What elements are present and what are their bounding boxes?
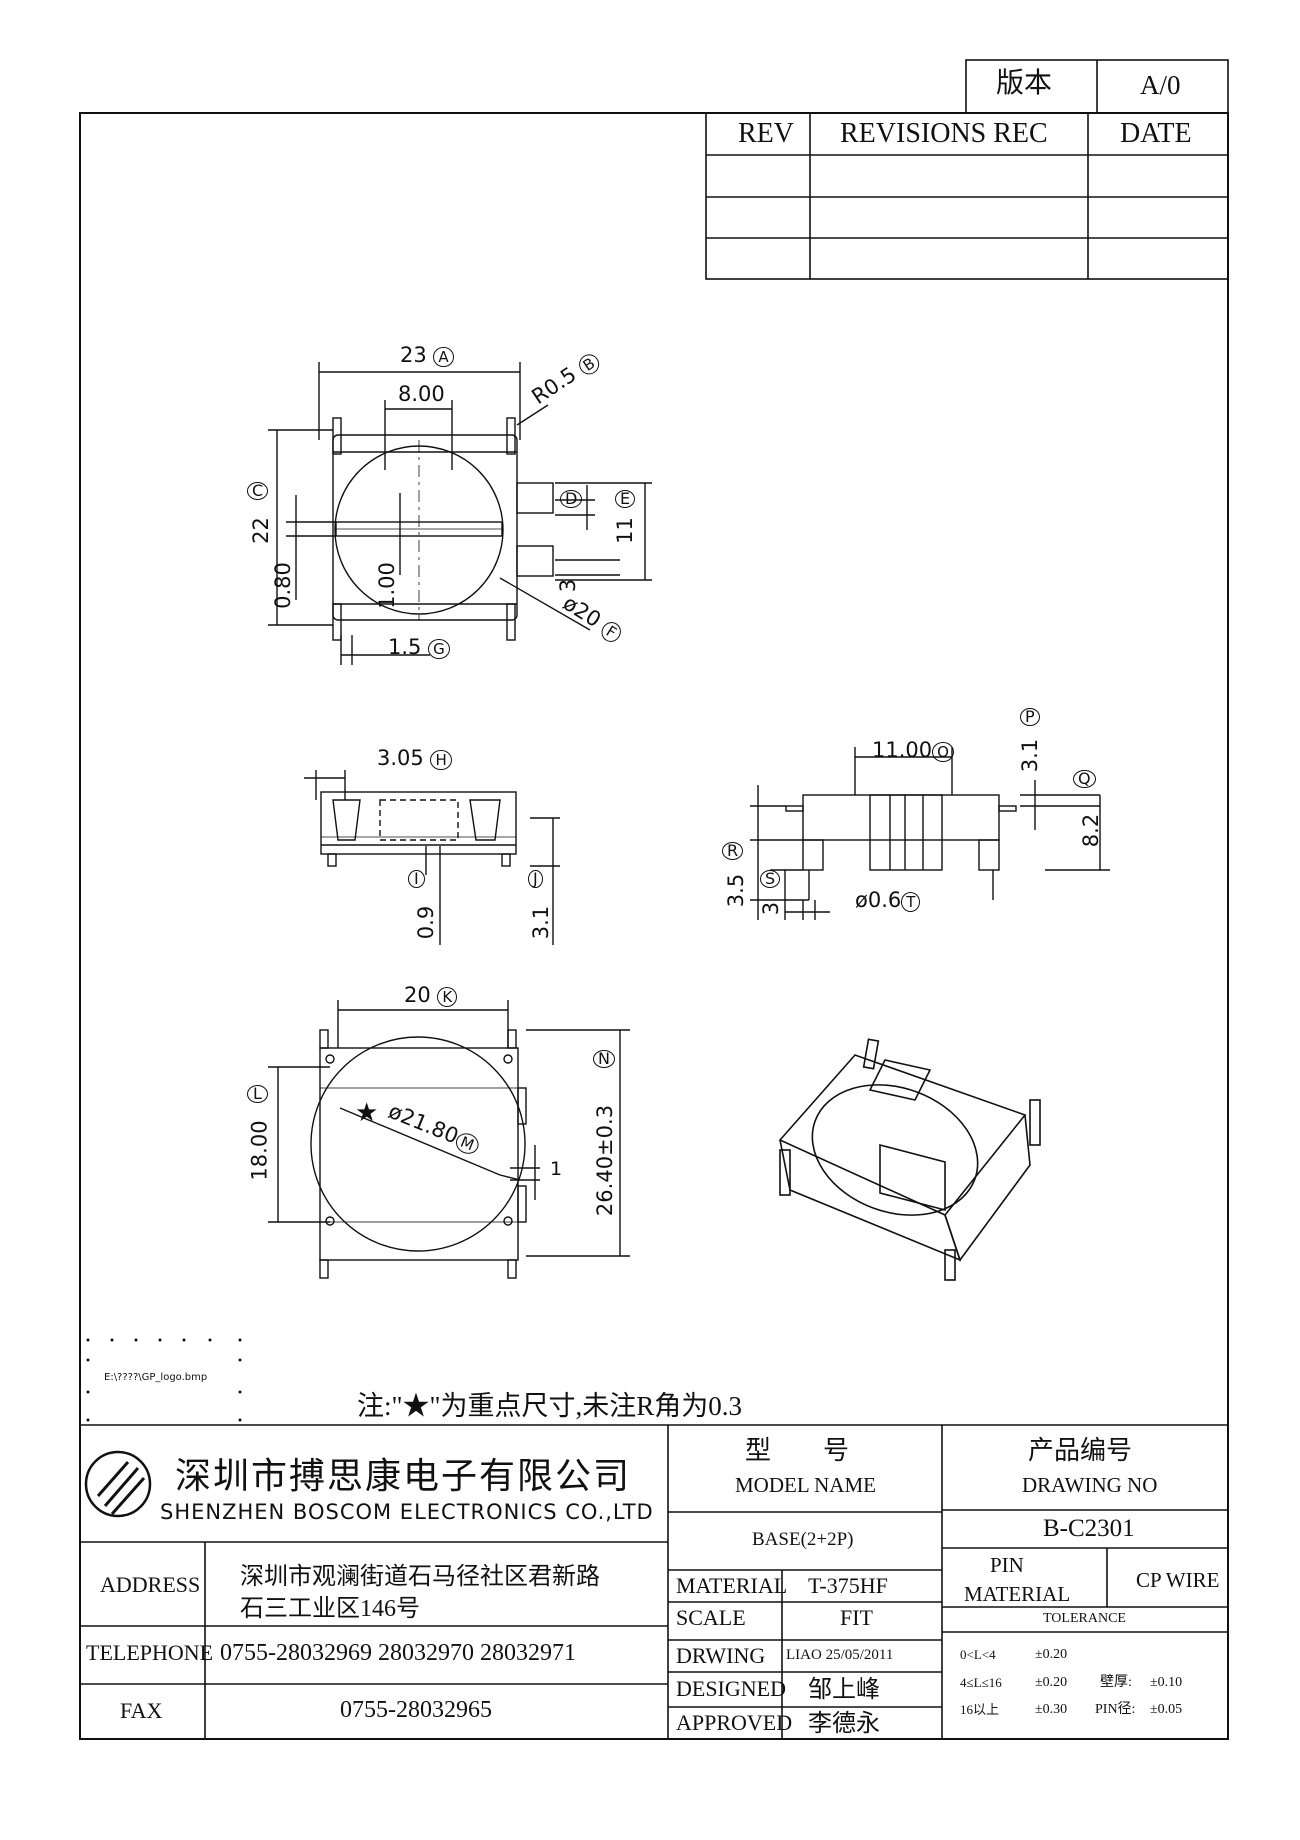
tol-row3-val: ±0.30 (1035, 1702, 1068, 1717)
tol-row2-extra-label: 壁厚: (1100, 1675, 1132, 1690)
revision-table (705, 112, 1229, 280)
tag-l: L (247, 1085, 268, 1103)
dim-g: 1.5 G (388, 637, 450, 659)
drawing-note: 注:"★"为重点尺寸,未注R角为0.3 (357, 1391, 743, 1421)
dim-n: 26.40±0.3 (593, 1104, 618, 1217)
address-label: ADDRESS (100, 1572, 201, 1597)
title-block (80, 1424, 1228, 1739)
dim-080: 0.80 (270, 562, 295, 609)
dim-100: 1.00 (374, 562, 399, 609)
logo-file-path: E:\????\GP_logo.bmp (104, 1372, 208, 1383)
dim-inner-width: 8.00 (398, 382, 445, 406)
drwing-label: DRWING (676, 1643, 766, 1668)
bottom-view (268, 1000, 630, 1279)
dim-i: 0.9 (414, 905, 439, 940)
tol-row2-range: 4≤L≤16 (960, 1675, 1002, 1690)
logo-placeholder (86, 1338, 242, 1422)
tag-e: E (615, 490, 636, 508)
dim-q: 8.2 (1079, 813, 1104, 848)
drawing-no-label-en: DRAWING NO (1022, 1473, 1158, 1497)
pin-material-label-1: PIN (990, 1553, 1024, 1577)
material-label: MATERIAL (676, 1573, 788, 1598)
tag-r: R (722, 842, 744, 860)
tol-row3-extra-val: ±0.05 (1150, 1702, 1183, 1717)
designed-label: DESIGNED (676, 1676, 786, 1701)
tol-row3-extra-label: PIN径: (1095, 1702, 1136, 1717)
dim-k: 20 K (404, 985, 458, 1007)
model-label-cn: 型 号 (745, 1436, 850, 1465)
material-value: T-375HF (808, 1573, 888, 1598)
company-name-en: SHENZHEN BOSCOM ELECTRONICS CO.,LTD (160, 1500, 654, 1524)
model-label-en: MODEL NAME (735, 1473, 876, 1497)
front-view (750, 747, 1110, 920)
telephone-label: TELEPHONE (86, 1640, 214, 1665)
approved-value: 李德永 (808, 1711, 880, 1737)
dim-a: 23 A (400, 345, 454, 367)
version-value: A/0 (1140, 70, 1181, 100)
drwing-value: LIAO 25/05/2011 (786, 1647, 894, 1663)
dim-e: 11 (612, 517, 637, 544)
tol-row2-val: ±0.20 (1035, 1675, 1068, 1690)
tag-s: S (760, 870, 781, 888)
isometric-view (778, 1038, 1041, 1281)
tag-p: P (1020, 708, 1040, 726)
drawing-no-label-cn: 产品编号 (1028, 1436, 1133, 1465)
dim-s: 3 (759, 901, 784, 916)
tag-j: J (528, 870, 543, 888)
side-view (304, 770, 560, 945)
approved-label: APPROVED (676, 1710, 793, 1735)
rev-header: REV (738, 118, 794, 149)
fax-label: FAX (120, 1698, 163, 1723)
address-line1: 深圳市观澜街道石马径社区君新路 (240, 1564, 600, 1590)
drawing-no-value: B-C2301 (1043, 1515, 1135, 1542)
dim-l: 18.00 (247, 1120, 272, 1181)
tag-d: D (560, 490, 583, 508)
telephone-value: 0755-28032969 28032970 28032971 (220, 1640, 576, 1666)
company-logo (84, 1450, 152, 1518)
dim-gap3: 3 (556, 578, 581, 593)
revisions-rec-header: REVISIONS REC (840, 118, 1048, 149)
version-label: 版本 (996, 68, 1053, 99)
tag-i: I (408, 870, 425, 888)
dim-c: 22 (248, 517, 273, 544)
pin-material-label-2: MATERIAL (964, 1582, 1071, 1606)
drawing-border (79, 112, 1229, 1740)
scale-label: SCALE (676, 1605, 746, 1630)
tol-row1-val: ±0.20 (1035, 1647, 1068, 1662)
dim-r: 3.5 (724, 873, 749, 908)
tag-c: C (247, 482, 269, 500)
dim-h: 3.05 H (377, 748, 452, 770)
model-value: BASE(2+2P) (752, 1529, 854, 1550)
fax-value: 0755-28032965 (340, 1697, 492, 1723)
dim-one: 1 (550, 1158, 563, 1180)
dim-j: 3.1 (529, 905, 554, 940)
address-line2: 石三工业区146号 (240, 1596, 420, 1622)
tolerance-title: TOLERANCE (1043, 1611, 1126, 1626)
pin-material-value: CP WIRE (1136, 1568, 1220, 1592)
tol-row1-range: 0<L<4 (960, 1647, 996, 1662)
designed-value: 邹上峰 (808, 1677, 880, 1703)
tag-n: N (593, 1050, 615, 1068)
tol-row2-extra-val: ±0.10 (1150, 1675, 1183, 1690)
dim-p: 3.1 (1018, 738, 1043, 773)
tag-q: Q (1073, 770, 1096, 788)
key-dimension-star-icon: ★ (355, 1098, 379, 1128)
tol-row3-range: 16以上 (960, 1702, 1000, 1717)
company-name-cn: 深圳市搏思康电子有限公司 (175, 1456, 632, 1496)
scale-value: FIT (840, 1605, 873, 1630)
date-header: DATE (1120, 118, 1192, 149)
